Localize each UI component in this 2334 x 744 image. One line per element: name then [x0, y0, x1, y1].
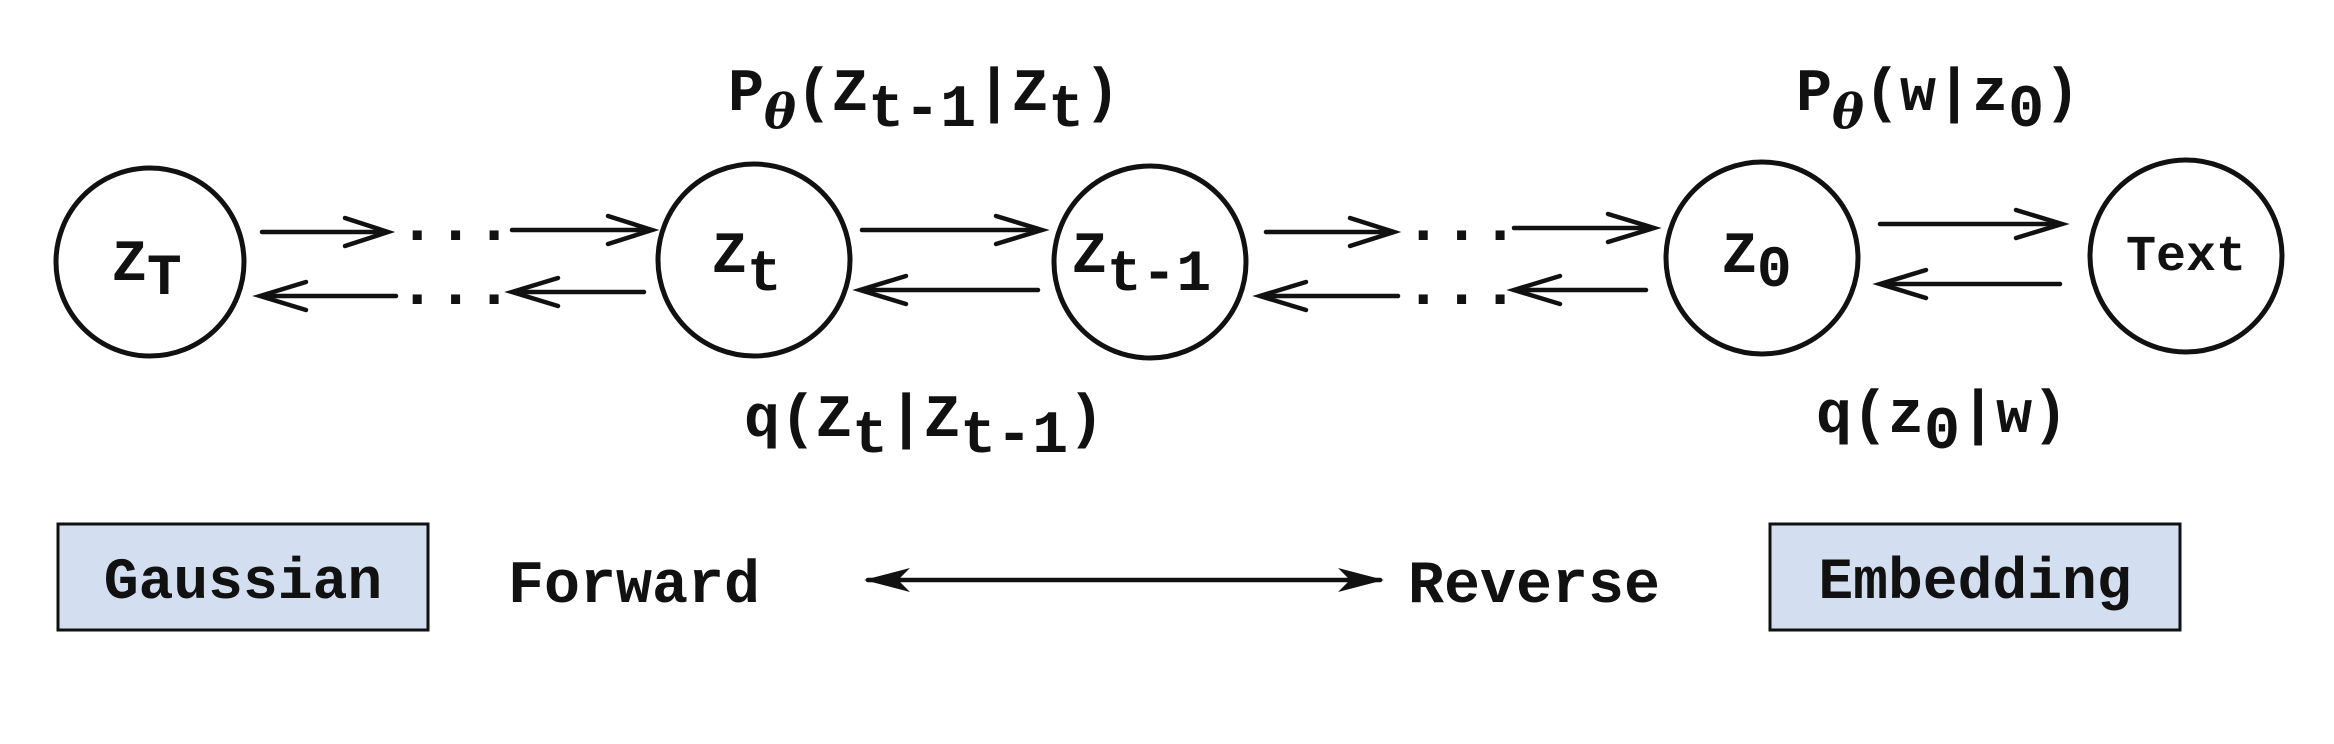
dots-bottom-right: ... — [1404, 252, 1519, 324]
node-z-T: ZT — [53, 165, 247, 359]
node-z-0-circle — [1663, 159, 1861, 357]
arrowhead-reverse-3 — [852, 273, 909, 307]
svg-text:ZT: ZT — [112, 233, 182, 312]
svg-text:Zt-1: Zt-1 — [1072, 225, 1211, 308]
arrowhead-reverse-5 — [1506, 273, 1563, 307]
arrowhead-forward-5 — [1605, 211, 1662, 245]
arrowhead-forward-3 — [993, 213, 1050, 247]
node-text-circle — [2087, 157, 2285, 355]
node-text: Text — [2087, 157, 2285, 355]
q-z0-label: q(z0|w) — [1816, 383, 2068, 467]
legend-embedding: Embedding — [1768, 522, 2182, 632]
svg-text:Embedding: Embedding — [1818, 551, 2131, 616]
p-theta-zt-label: Pθ(Zt-1|Zt) — [728, 61, 1120, 145]
p-theta-w-label: Pθ(w|z0) — [1796, 61, 2080, 145]
arrowhead-reverse-6 — [1872, 267, 1929, 301]
arrowhead-forward-2 — [605, 213, 660, 247]
svg-text:Zt: Zt — [712, 225, 782, 308]
arrowhead-reverse-1 — [252, 279, 309, 313]
dots-top-right: ... — [1404, 188, 1519, 260]
node-z-t-circle — [655, 161, 853, 359]
node-z-0: Z0 — [1663, 159, 1861, 357]
svg-text:Z0: Z0 — [1722, 225, 1792, 304]
node-z-t-minus-1: Zt-1 — [1051, 163, 1249, 361]
legend-gaussian: Gaussian — [56, 522, 430, 632]
svg-text:Text: Text — [2126, 229, 2246, 286]
legend-embedding-box — [1768, 522, 2182, 632]
svg-text:Gaussian: Gaussian — [104, 551, 382, 616]
node-z-t-minus-1-circle — [1051, 163, 1249, 361]
double-arrow-left-head — [864, 568, 910, 592]
q-zt-label: q(Zt|Zt-1) — [744, 387, 1104, 471]
arrowhead-forward-4 — [1347, 215, 1402, 249]
arrowhead-forward-1 — [342, 215, 396, 249]
arrowhead-reverse-4 — [1252, 279, 1309, 313]
legend-reverse: Reverse — [1408, 553, 1660, 621]
double-arrow — [864, 568, 1384, 592]
dots-top-left: ... — [398, 188, 513, 260]
double-arrow-right-head — [1338, 568, 1384, 592]
dots-bottom-left: ... — [398, 252, 513, 324]
legend-gaussian-box — [56, 522, 430, 632]
arrowhead-reverse-2 — [504, 275, 561, 309]
node-z-t: Zt — [655, 161, 853, 359]
arrowhead-forward-6 — [2013, 207, 2070, 241]
legend-forward: Forward — [508, 553, 760, 621]
node-z-T-circle — [53, 165, 247, 359]
